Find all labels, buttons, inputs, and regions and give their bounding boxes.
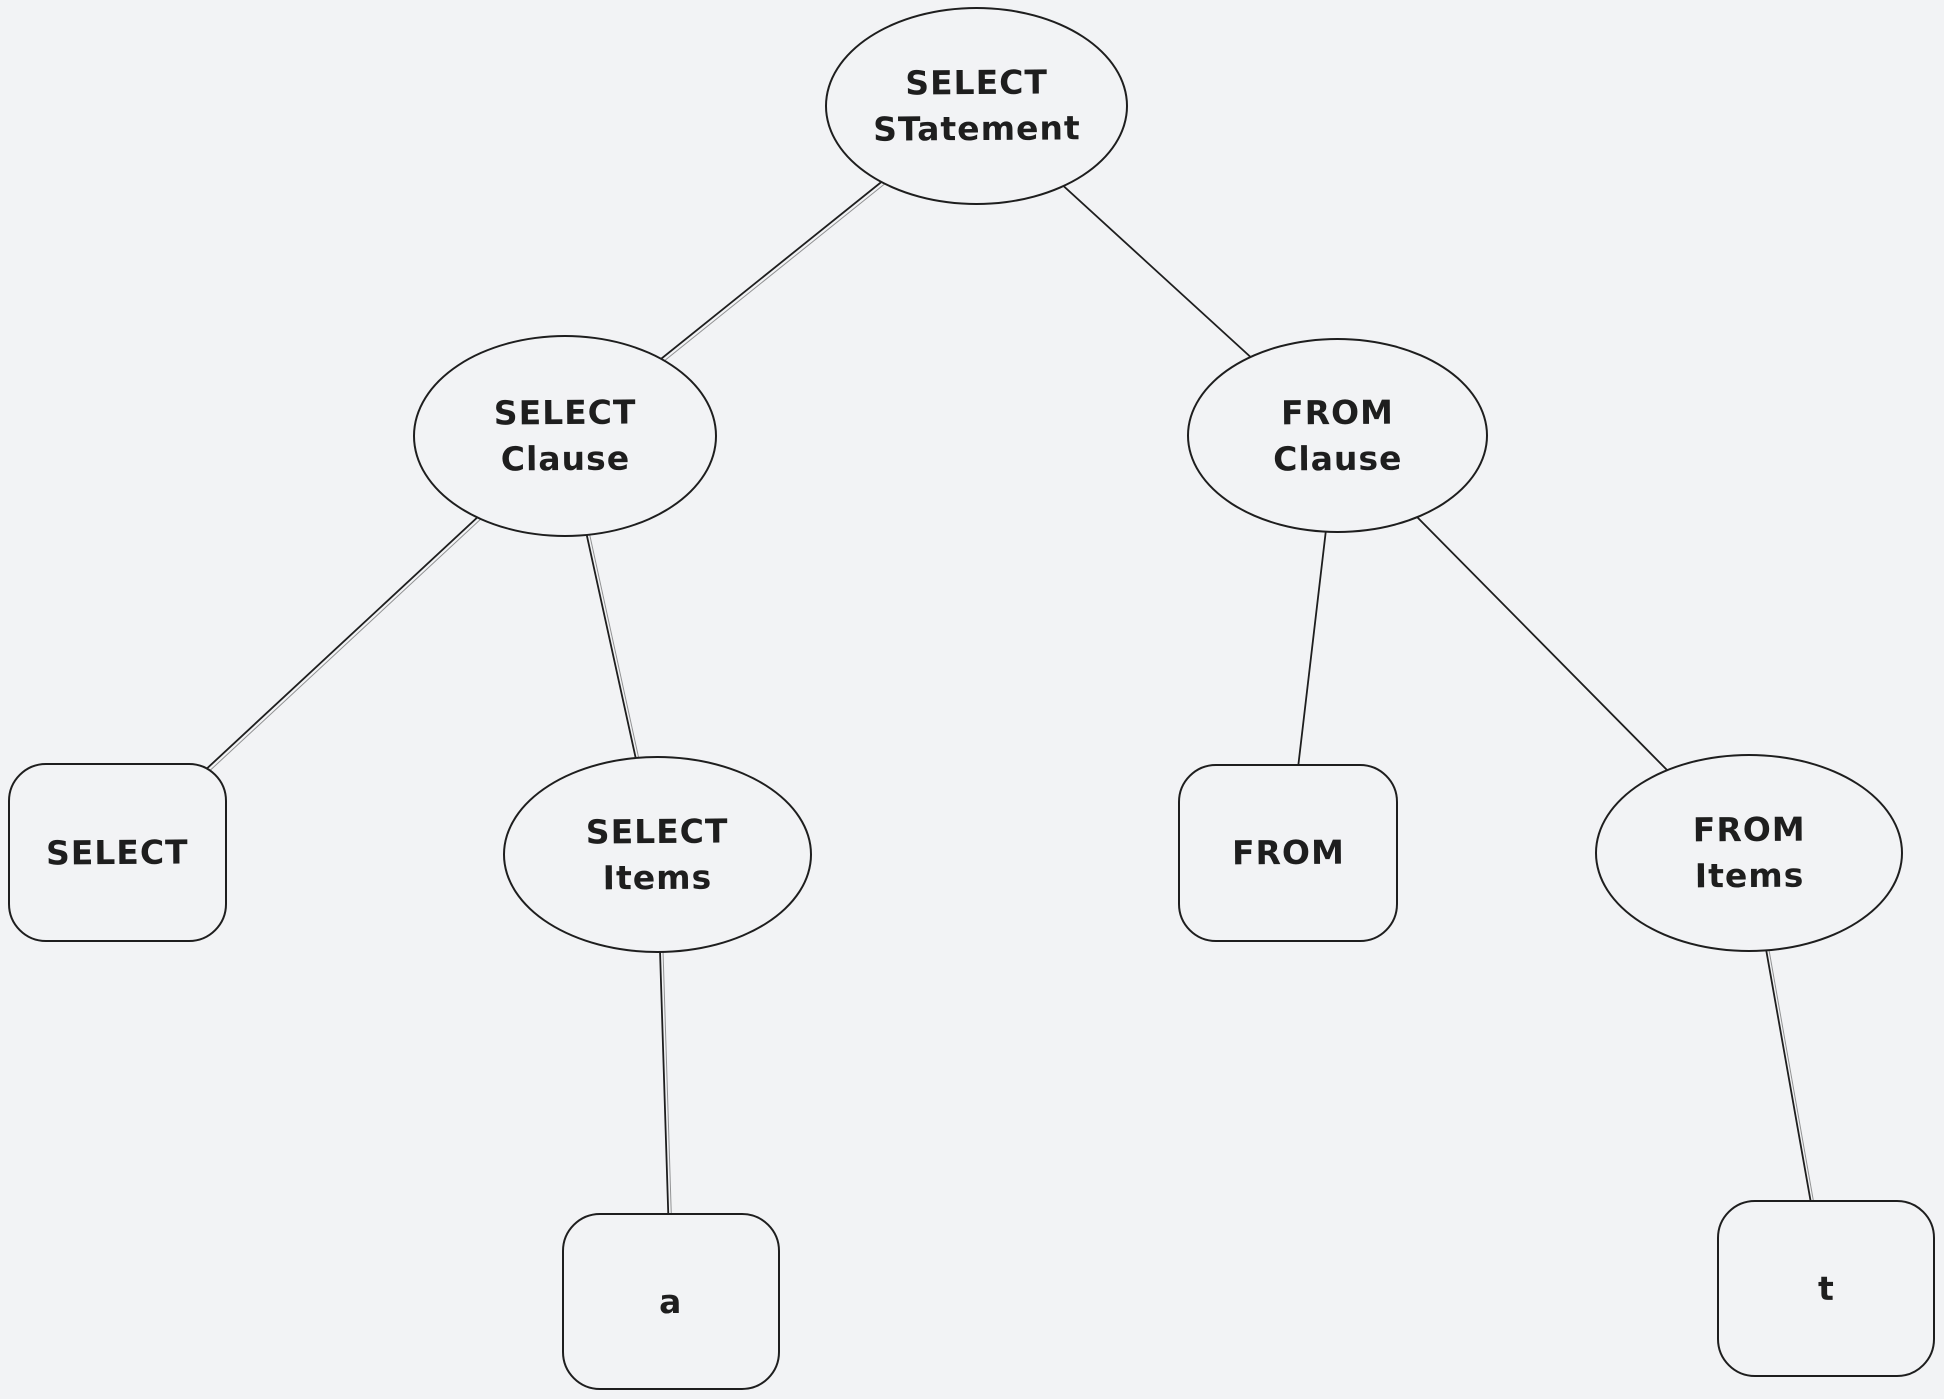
- node-select-statement-label: SELECT STatement: [872, 62, 1081, 149]
- node-from-clause-label: FROM Clause: [1272, 392, 1403, 478]
- node-a-leaf: a: [562, 1213, 780, 1390]
- node-select-items: SELECT Items: [503, 756, 812, 953]
- node-select-clause-label: SELECT Clause: [493, 392, 637, 479]
- node-select-items-label: SELECT Items: [585, 811, 729, 897]
- node-from-items: FROM Items: [1595, 754, 1903, 952]
- node-from-keyword: FROM: [1178, 764, 1398, 942]
- node-select-clause: SELECT Clause: [413, 335, 717, 537]
- node-select-keyword-label: SELECT: [46, 832, 189, 873]
- node-select-keyword: SELECT: [8, 763, 227, 942]
- node-from-clause: FROM Clause: [1187, 338, 1488, 533]
- node-select-statement: SELECT STatement: [825, 7, 1128, 205]
- node-t-leaf-label: t: [1817, 1268, 1835, 1308]
- node-from-items-label: FROM Items: [1692, 810, 1806, 896]
- node-a-leaf-label: a: [659, 1281, 683, 1321]
- node-from-keyword-label: FROM: [1231, 832, 1345, 873]
- node-t-leaf: t: [1717, 1200, 1935, 1377]
